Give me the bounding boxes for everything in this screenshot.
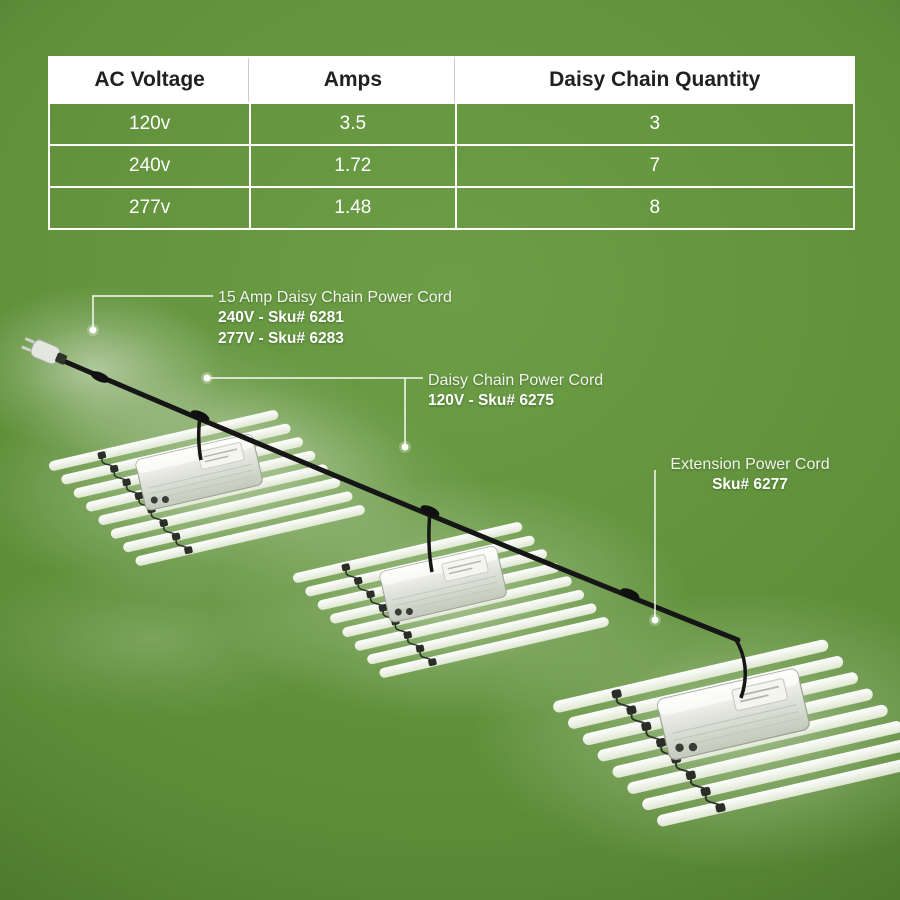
table-row: 120v 3.5 3	[47, 102, 856, 146]
cell-quantity: 8	[454, 186, 856, 230]
callout-title: Daisy Chain Power Cord	[428, 372, 604, 389]
cell-amps: 1.72	[249, 144, 457, 188]
table-row: 277v 1.48 8	[47, 186, 856, 230]
callout-extension-cord: Extension Power Cord Sku# 6277	[662, 454, 838, 496]
cell-voltage: 277v	[47, 186, 252, 230]
table-header-row: AC Voltage Amps Daisy Chain Quantity	[47, 56, 856, 104]
callout-15amp-daisy-chain-cord: 15 Amp Daisy Chain Power Cord 240V - Sku…	[218, 287, 452, 349]
cell-amps: 3.5	[249, 102, 457, 146]
callout-title: Extension Power Cord	[670, 456, 830, 473]
header-amps: Amps	[249, 56, 457, 104]
leader-dots	[87, 324, 661, 626]
cell-voltage: 120v	[47, 102, 252, 146]
power-cord	[63, 359, 747, 699]
cell-quantity: 7	[454, 144, 856, 188]
cell-quantity: 3	[454, 102, 856, 146]
callout-daisy-chain-cord: Daisy Chain Power Cord 120V - Sku# 6275	[428, 370, 603, 412]
callout-sku-6277: Sku# 6277	[712, 476, 788, 494]
callout-title: 15 Amp Daisy Chain Power Cord	[218, 289, 452, 306]
callout-sku-120v: 120V - Sku# 6275	[428, 392, 554, 410]
header-daisy-chain-quantity: Daisy Chain Quantity	[454, 56, 856, 104]
leader-lines	[92, 295, 656, 617]
table-row: 240v 1.72 7	[47, 144, 856, 188]
cell-voltage: 240v	[47, 144, 252, 188]
power-plug-icon	[21, 337, 68, 365]
voltage-spec-table: AC Voltage Amps Daisy Chain Quantity 120…	[47, 56, 856, 230]
header-ac-voltage: AC Voltage	[47, 56, 252, 104]
callout-sku-277v: 277V - Sku# 6283	[218, 329, 344, 347]
cell-amps: 1.48	[249, 186, 457, 230]
callout-sku-240v: 240V - Sku# 6281	[218, 309, 344, 327]
